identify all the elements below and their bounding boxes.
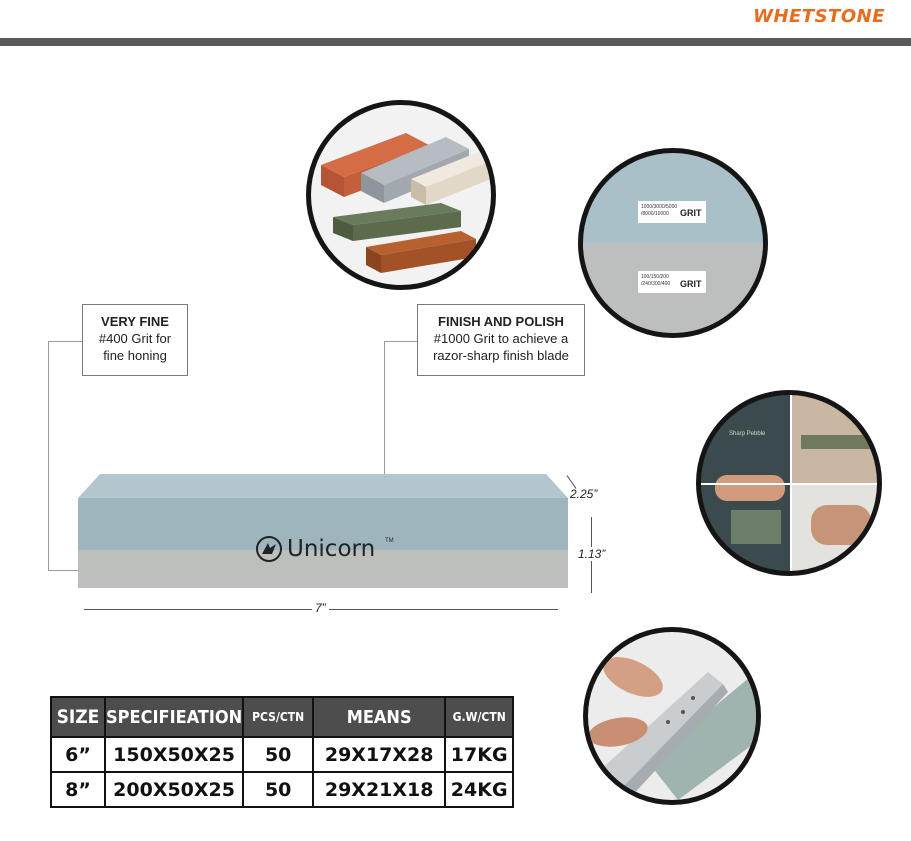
cell-size: 8” xyxy=(50,771,106,808)
top-grit-text: GRIT xyxy=(680,208,702,218)
very-fine-line2: fine honing xyxy=(103,348,167,363)
left-leader-top xyxy=(48,341,82,342)
sharpening-knife-image xyxy=(583,627,761,805)
very-fine-line1: #400 Grit for xyxy=(98,331,172,346)
table-row: 8” 200X50X25 50 29X21X18 24KG xyxy=(50,771,515,808)
stones-assortment-image xyxy=(306,100,496,290)
very-fine-title: VERY FINE xyxy=(101,314,169,329)
bottom-grit-label: 100/150/200 /240/300/400 xyxy=(638,271,706,293)
cell-means: 29X21X18 xyxy=(312,771,447,808)
finish-polish-line2: razor-sharp finish blade xyxy=(433,348,569,363)
cell-specification: 200X50X25 xyxy=(103,771,245,808)
header-pcs-ctn: PCS/CTN xyxy=(242,696,315,738)
header-gw-ctn: G.W/CTN xyxy=(444,696,515,738)
knife-illustration xyxy=(588,657,756,800)
spec-table-header: SIZE SPECIFIEATION PCS/CTN MEANS G.W/CTN xyxy=(50,696,515,738)
stones-illustration xyxy=(321,133,491,273)
whetstone-product xyxy=(78,474,568,588)
cell-gw: 17KG xyxy=(444,736,515,773)
length-dimension: 7” xyxy=(312,601,329,615)
header-specification: SPECIFIEATION xyxy=(103,696,245,738)
cell-specification: 150X50X25 xyxy=(103,736,245,773)
cell-size: 6” xyxy=(50,736,106,773)
finish-polish-title: FINISH AND POLISH xyxy=(438,314,564,329)
right-leader-vertical xyxy=(384,341,385,491)
header-size: SIZE xyxy=(50,696,106,738)
grit-closeup-image: 1000/3000/5000 /8000/10000 GRIT 100/150/… xyxy=(578,148,768,338)
finish-polish-callout: FINISH AND POLISH #1000 Grit to achieve … xyxy=(417,304,585,376)
left-leader-bottom xyxy=(48,570,80,571)
trademark-mark: TM xyxy=(385,538,394,544)
header-bar xyxy=(0,38,911,46)
layer-height-dimension: 1.13” xyxy=(576,547,608,561)
usage-caption: Sharp Pebble xyxy=(729,431,766,437)
total-height-dimension: 2.25” xyxy=(570,487,598,501)
cell-means: 29X17X28 xyxy=(312,736,447,773)
spec-table: SIZE SPECIFIEATION PCS/CTN MEANS G.W/CTN… xyxy=(50,696,515,808)
table-row: 6” 150X50X25 50 29X17X28 17KG xyxy=(50,736,515,773)
cell-gw: 24KG xyxy=(444,771,515,808)
right-leader-top xyxy=(384,341,417,342)
very-fine-callout: VERY FINE #400 Grit for fine honing xyxy=(82,304,188,376)
page-title: WHETSTONE xyxy=(753,6,885,27)
bottom-grit-text: GRIT xyxy=(680,279,702,289)
cell-pcs: 50 xyxy=(242,771,315,808)
top-grit-label: 1000/3000/5000 /8000/10000 xyxy=(638,201,706,223)
brand-logo-text: Unicorn xyxy=(287,536,376,562)
unicorn-logo-icon xyxy=(256,536,282,562)
cell-pcs: 50 xyxy=(242,736,315,773)
finish-polish-line1: #1000 Grit to achieve a xyxy=(433,331,569,346)
left-leader-vertical xyxy=(48,341,49,571)
usage-collage-image: Sharp Pebble xyxy=(696,390,882,576)
header-means: MEANS xyxy=(312,696,447,738)
